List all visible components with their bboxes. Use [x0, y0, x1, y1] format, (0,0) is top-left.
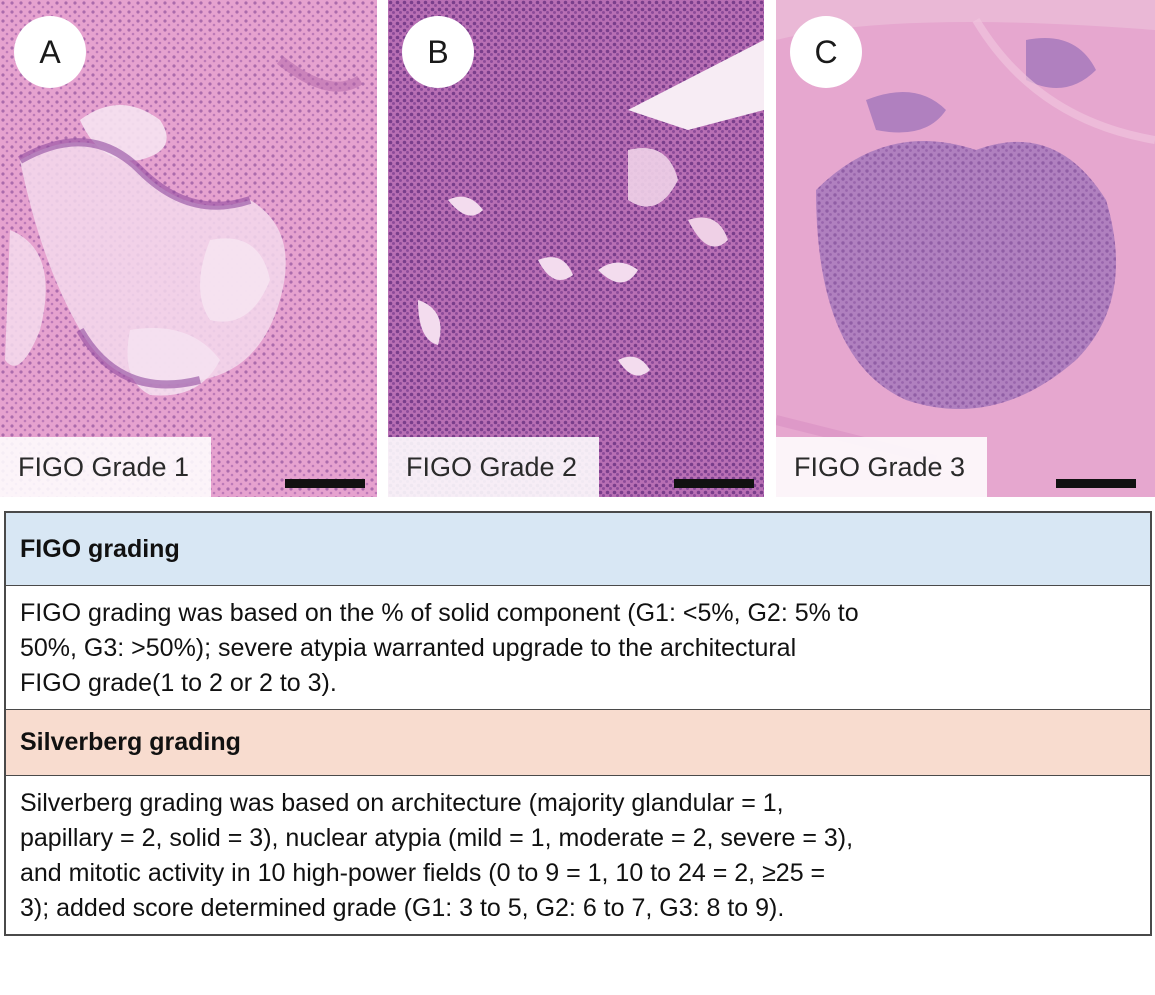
silverberg-text-line: 3); added score determined grade (G1: 3 … [20, 894, 785, 922]
panel-caption-a: FIGO Grade 1 [0, 437, 212, 497]
panel-label-c: C [790, 16, 862, 88]
panel-label-a: A [14, 16, 86, 88]
figo-text-line: 50%, G3: >50%); severe atypia warranted … [20, 634, 797, 662]
figo-text-line: FIGO grading was based on the % of solid… [20, 599, 859, 627]
silverberg-grading-header: Silverberg grading [6, 709, 1150, 775]
panel-caption-c: FIGO Grade 3 [776, 437, 988, 497]
micrograph-panel-c: C FIGO Grade 3 [776, 0, 1155, 497]
panel-label-b: B [402, 16, 474, 88]
silverberg-grading-description: Silverberg grading was based on architec… [6, 775, 1150, 934]
figo-grading-header: FIGO grading [6, 513, 1150, 585]
grading-table: FIGO grading FIGO grading was based on t… [4, 511, 1152, 936]
panel-caption-b: FIGO Grade 2 [388, 437, 600, 497]
scale-bar-b [674, 479, 754, 488]
micrograph-panel-a: A FIGO Grade 1 [0, 0, 377, 497]
silverberg-text-line: papillary = 2, solid = 3), nuclear atypi… [20, 824, 854, 852]
figo-text-line: FIGO grade(1 to 2 or 2 to 3). [20, 669, 337, 697]
figo-grading-description: FIGO grading was based on the % of solid… [6, 585, 1150, 709]
micrograph-panel-b: B FIGO Grade 2 [388, 0, 764, 497]
silverberg-text-line: Silverberg grading was based on architec… [20, 789, 784, 817]
silverberg-text-line: and mitotic activity in 10 high-power fi… [20, 859, 826, 887]
histology-image-grade-3 [776, 0, 1155, 497]
scale-bar-a [285, 479, 365, 488]
scale-bar-c [1056, 479, 1136, 488]
